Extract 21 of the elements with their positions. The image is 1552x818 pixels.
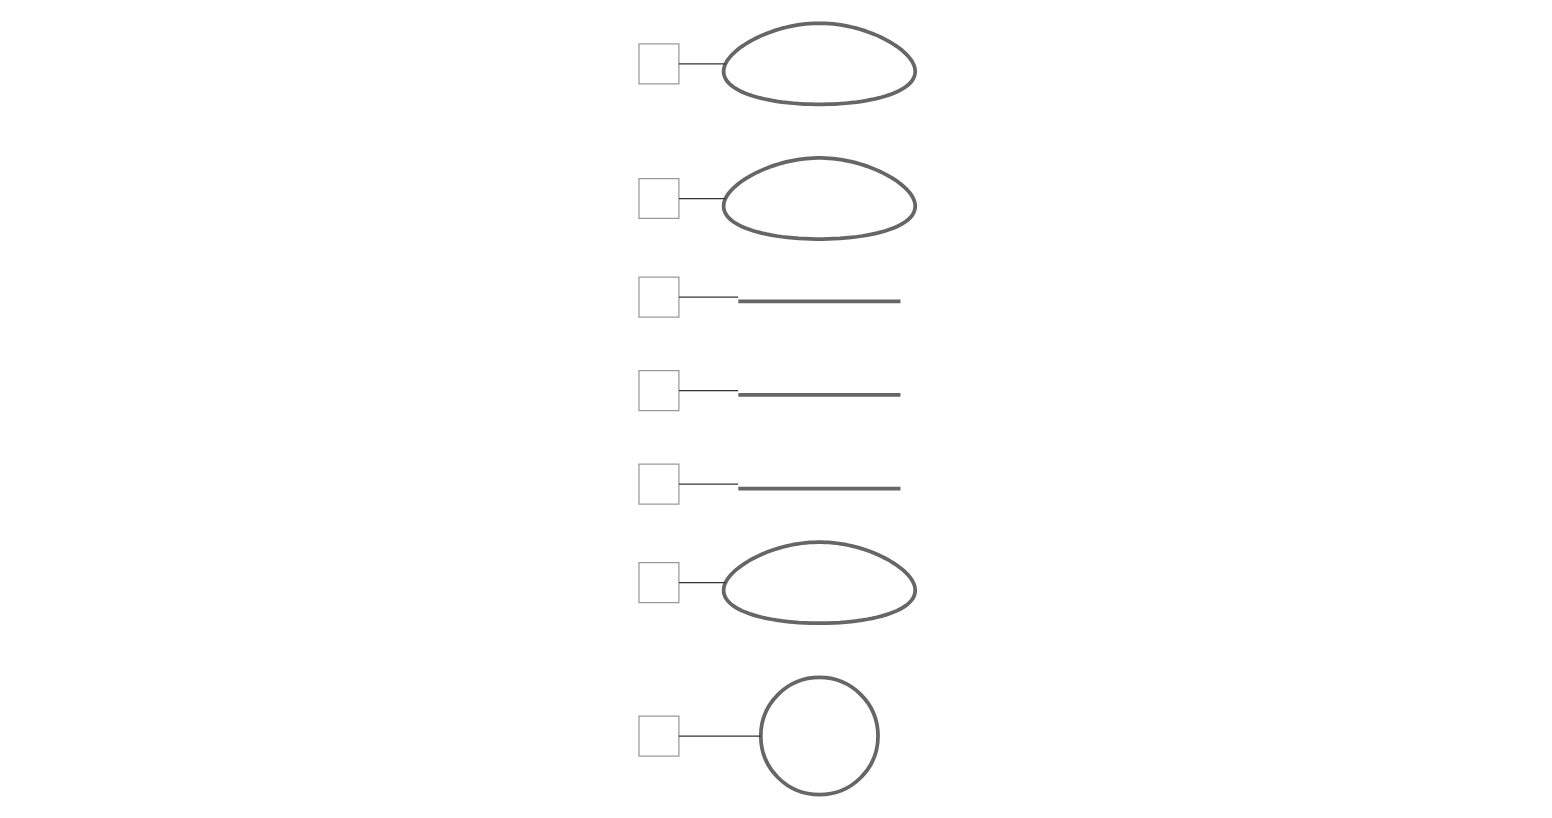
- node-box: [637, 562, 679, 604]
- node-curve: [720, 540, 917, 626]
- connector: [677, 582, 726, 584]
- node-box: [637, 43, 679, 85]
- node-box: [637, 463, 679, 505]
- node-curve: [720, 21, 917, 107]
- node-box: [637, 177, 679, 220]
- connector: [677, 296, 738, 298]
- node-line: [737, 393, 900, 397]
- connector: [677, 735, 761, 737]
- node-box: [637, 276, 679, 318]
- node-box: [637, 715, 679, 757]
- node-box: [637, 370, 679, 412]
- connector: [677, 483, 738, 485]
- node-line: [737, 486, 900, 491]
- connector: [677, 197, 726, 200]
- node-curve: [720, 156, 917, 241]
- node-circle: [757, 675, 879, 797]
- node-line: [737, 299, 900, 304]
- connector: [677, 389, 738, 392]
- connector: [677, 63, 726, 65]
